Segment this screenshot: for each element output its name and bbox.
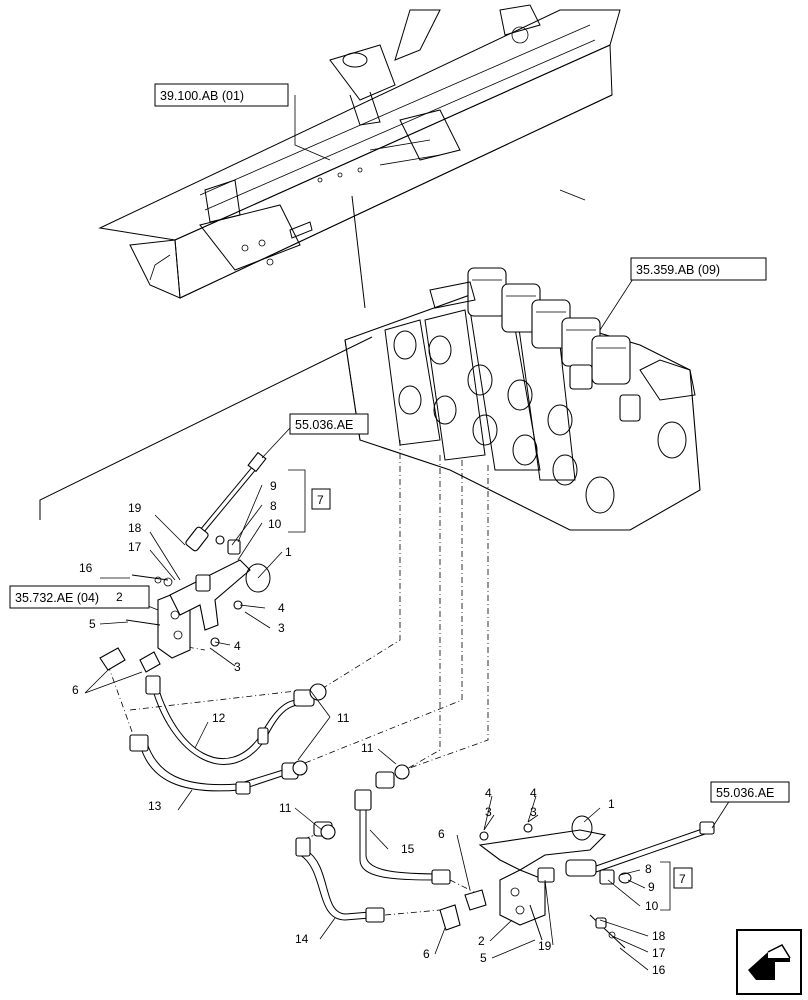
- callout: 9: [270, 479, 277, 493]
- callout: 6: [423, 947, 430, 961]
- callout: 4: [485, 786, 492, 800]
- callout: 1: [608, 797, 615, 811]
- callout: 18: [128, 521, 142, 535]
- callout: 18: [652, 929, 666, 943]
- callout: 8: [270, 499, 277, 513]
- callout: 10: [268, 517, 282, 531]
- svg-text:35.732.AE (04): 35.732.AE (04): [15, 591, 99, 605]
- callout: 3: [530, 805, 537, 819]
- callout: 10: [645, 899, 659, 913]
- callout: 4: [530, 786, 537, 800]
- callout: 17: [128, 540, 142, 554]
- svg-text:39.100.AB (01): 39.100.AB (01): [160, 89, 244, 103]
- kit-label-upper[interactable]: 7: [311, 488, 331, 510]
- callout: 3: [278, 621, 285, 635]
- callout: 4: [234, 639, 241, 653]
- callout: 19: [128, 501, 142, 515]
- callout: 3: [234, 660, 241, 674]
- svg-text:35.359.AB (09): 35.359.AB (09): [636, 263, 720, 277]
- chassis-frame: [98, 4, 621, 299]
- callout: 11: [337, 711, 350, 725]
- callout: 2: [478, 934, 485, 948]
- upper-bracket-assembly: [99, 451, 327, 795]
- callout: 6: [72, 683, 79, 697]
- svg-text:55.036.AE: 55.036.AE: [716, 786, 774, 800]
- svg-text:7: 7: [679, 872, 686, 886]
- control-valve-bank: [344, 267, 701, 531]
- callouts-upper: 19 18 17 16 2 5 6 9 8 10 1 4 3 4 3 12 11…: [72, 479, 350, 813]
- kit-label-lower[interactable]: 7: [673, 867, 693, 889]
- callout: 3: [485, 805, 492, 819]
- callout: 12: [212, 711, 226, 725]
- callout: 5: [89, 617, 96, 631]
- reference-harness-bottom-label[interactable]: 55.036.AE: [710, 781, 790, 803]
- leader-lines: [84, 95, 731, 971]
- svg-text:7: 7: [317, 493, 324, 507]
- lower-bracket-assembly: [295, 764, 715, 949]
- callout: 5: [480, 951, 487, 965]
- callout: 17: [652, 946, 666, 960]
- callout: 6: [438, 827, 445, 841]
- reference-bracket-label[interactable]: 35.732.AE (04): [9, 585, 150, 609]
- callout: 8: [645, 862, 652, 876]
- callout: 15: [401, 842, 415, 856]
- callout: 16: [652, 963, 666, 977]
- reference-valve-bank-label[interactable]: 35.359.AB (09): [630, 257, 767, 281]
- callout: 16: [79, 561, 93, 575]
- callout: 9: [648, 880, 655, 894]
- next-page-arrow-icon[interactable]: [736, 929, 802, 995]
- callout: 11: [279, 801, 292, 815]
- callouts-lower: 11 11 15 14 6 6 4 3 4 3 1 8 9 10 2 5 19 …: [279, 741, 666, 977]
- svg-text:55.036.AE: 55.036.AE: [295, 418, 353, 432]
- reference-frame-label[interactable]: 39.100.AB (01): [154, 83, 289, 107]
- callout: 19: [538, 939, 552, 953]
- callout: 1: [285, 545, 292, 559]
- callout: 11: [361, 741, 374, 755]
- callout: 13: [148, 799, 162, 813]
- callout: 2: [116, 590, 123, 604]
- reference-harness-top-label[interactable]: 55.036.AE: [289, 413, 369, 435]
- callout: 4: [278, 601, 285, 615]
- callout: 14: [295, 932, 309, 946]
